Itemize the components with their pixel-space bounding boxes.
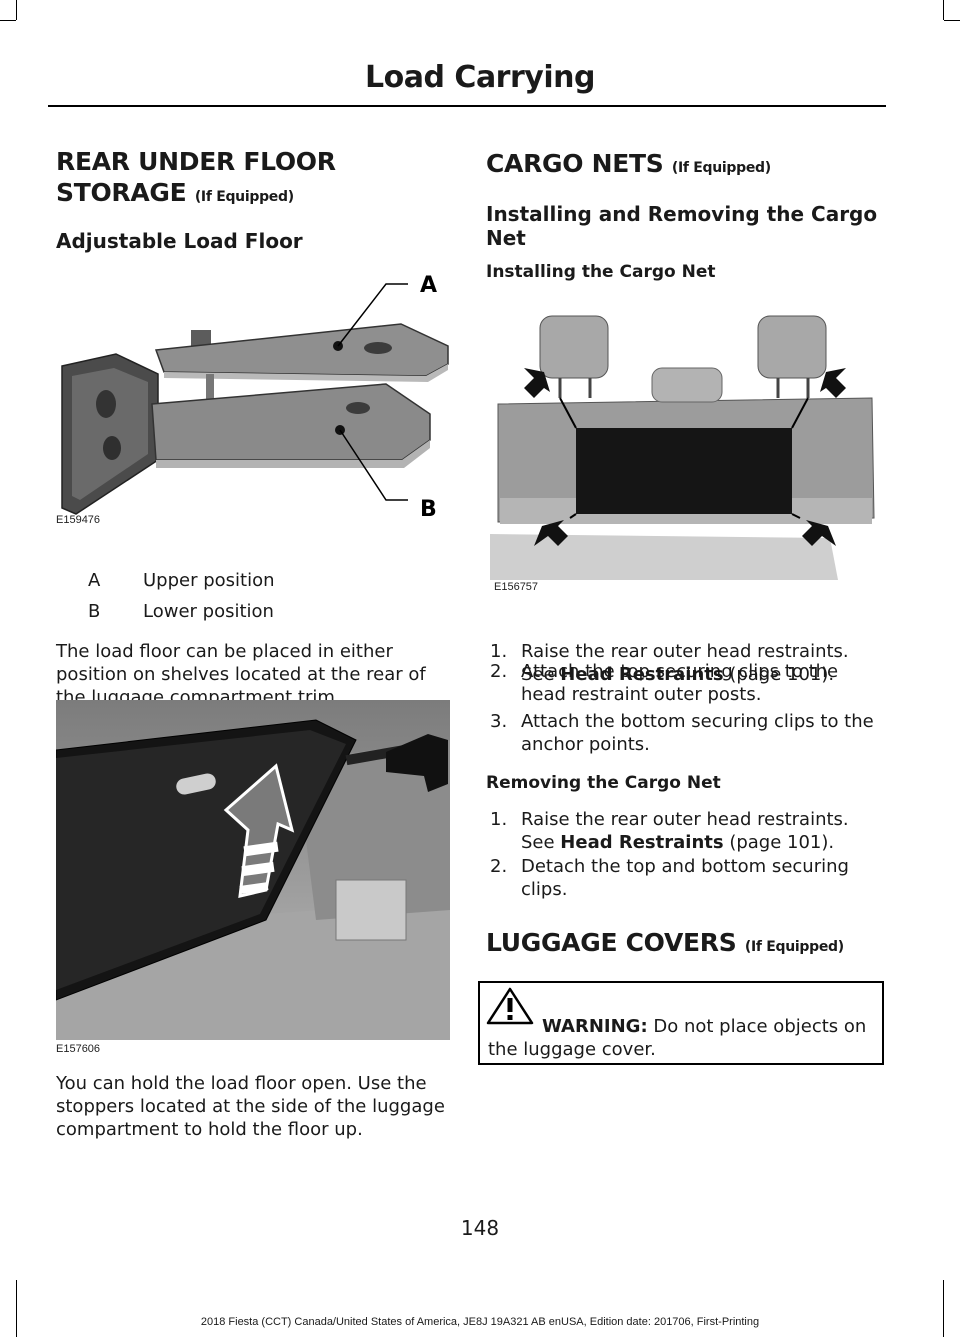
- step-line: Attach the top securing clips to the: [521, 661, 839, 682]
- warning-line: the luggage cover.: [488, 1039, 656, 1060]
- head-restraints-link[interactable]: Head Restraints: [560, 664, 724, 685]
- load-floor-paragraph: The load floor can be placed in either p…: [56, 640, 426, 709]
- step-line: See Head Restraints (page 101).: [521, 663, 886, 686]
- step-number: 3.: [490, 711, 508, 732]
- section-title-text: CARGO NETS: [486, 149, 664, 178]
- crop-mark: [943, 1280, 944, 1337]
- warning-line: WARNING: Do not place objects on: [488, 1015, 880, 1038]
- step-line: anchor points.: [521, 734, 650, 755]
- heading-line: Installing and Removing the Cargo: [486, 202, 878, 226]
- figure-code: E159476: [56, 514, 101, 526]
- step-text: Raise the rear outer head restraints. Se…: [521, 808, 886, 854]
- step-text: Attach the top securing clips to the hea…: [521, 660, 886, 706]
- installing-heading: Installing the Cargo Net: [486, 262, 716, 282]
- step-line: head restraint outer posts.: [521, 684, 762, 705]
- step-number: 1.: [490, 641, 508, 662]
- removing-heading: Removing the Cargo Net: [486, 773, 721, 793]
- step-text: Detach the top and bottom securing clips…: [521, 855, 886, 901]
- legend-text: Lower position: [143, 601, 274, 622]
- step-number: 2.: [490, 661, 508, 682]
- step-number: 2.: [490, 856, 508, 877]
- paragraph-line: You can hold the load floor open. Use th…: [56, 1073, 427, 1094]
- step-number: 1.: [490, 809, 508, 830]
- paragraph-line: stoppers located at the side of the lugg…: [56, 1096, 445, 1117]
- paragraph-line: compartment to hold the floor up.: [56, 1119, 363, 1140]
- adjustable-load-floor-heading: Adjustable Load Floor: [56, 229, 303, 253]
- step-line: clips.: [521, 879, 568, 900]
- luggage-covers-title: LUGGAGE COVERS (If Equipped): [486, 928, 844, 962]
- load-floor-open-figure: E157606: [56, 700, 450, 1056]
- crop-mark: [16, 0, 17, 20]
- head-restraints-link[interactable]: Head Restraints: [560, 832, 724, 853]
- if-equipped-note: (If Equipped): [744, 939, 844, 955]
- legend-letter: B: [88, 601, 101, 622]
- header-divider: [48, 105, 886, 107]
- warning-body: Do not place objects on: [647, 1016, 867, 1037]
- load-floor-illustration: A B: [61, 273, 449, 522]
- section-title-text: STORAGE: [56, 178, 187, 207]
- page-header-title: Load Carrying: [365, 60, 595, 95]
- section-title-line2: STORAGE (If Equipped): [56, 178, 294, 212]
- installing-removing-heading: Installing and Removing the Cargo Net: [486, 202, 877, 250]
- page-number: 148: [460, 1216, 500, 1240]
- warning-triangle-icon: [486, 987, 534, 1025]
- load-floor-open-illustration: [56, 700, 450, 1040]
- figure-code: E157606: [56, 1043, 101, 1055]
- cargo-net-figure: E156757: [490, 308, 880, 598]
- hold-floor-paragraph: You can hold the load floor open. Use th…: [56, 1072, 445, 1141]
- step-line: Raise the rear outer head restraints.: [521, 809, 849, 830]
- footer-edition-info: 2018 Fiesta (CCT) Canada/United States o…: [200, 1316, 760, 1328]
- step-text-pre: See: [521, 664, 561, 685]
- paragraph-line: The load floor can be placed in either: [56, 641, 393, 662]
- if-equipped-note: (If Equipped): [671, 160, 771, 176]
- step-text: Raise the rear outer head restraints. Se…: [521, 640, 886, 686]
- step-text: Attach the bottom securing clips to the …: [521, 710, 886, 756]
- page-ref: (page 101).: [723, 664, 835, 685]
- step-line: Attach the bottom securing clips to the: [521, 711, 874, 732]
- legend-text: Upper position: [143, 570, 275, 591]
- cargo-net-illustration: [490, 308, 880, 583]
- callout-b: B: [420, 497, 437, 522]
- section-title-text: LUGGAGE COVERS: [486, 928, 737, 957]
- step-text-pre: See: [521, 832, 561, 853]
- load-floor-positions-figure: A B E159476: [56, 264, 450, 534]
- crop-mark: [0, 20, 16, 21]
- page-ref: (page 101).: [723, 832, 835, 853]
- paragraph-line: position on shelves located at the rear …: [56, 664, 426, 685]
- warning-text: WARNING: Do not place objects on the lug…: [488, 1015, 880, 1061]
- cargo-nets-title: CARGO NETS (If Equipped): [486, 149, 771, 183]
- callout-a: A: [420, 273, 437, 298]
- crop-mark: [944, 20, 960, 21]
- crop-mark: [16, 1280, 17, 1337]
- warning-label: WARNING:: [542, 1016, 648, 1037]
- section-title-line1: REAR UNDER FLOOR: [56, 147, 336, 176]
- if-equipped-note: (If Equipped): [194, 189, 294, 205]
- warning-box: WARNING: Do not place objects on the lug…: [478, 981, 884, 1065]
- crop-mark: [943, 0, 944, 20]
- step-line: Detach the top and bottom securing: [521, 856, 849, 877]
- legend-letter: A: [88, 570, 101, 591]
- step-line: Raise the rear outer head restraints.: [521, 641, 849, 662]
- figure-code: E156757: [494, 581, 539, 593]
- step-line: See Head Restraints (page 101).: [521, 831, 886, 854]
- heading-line: Net: [486, 226, 526, 250]
